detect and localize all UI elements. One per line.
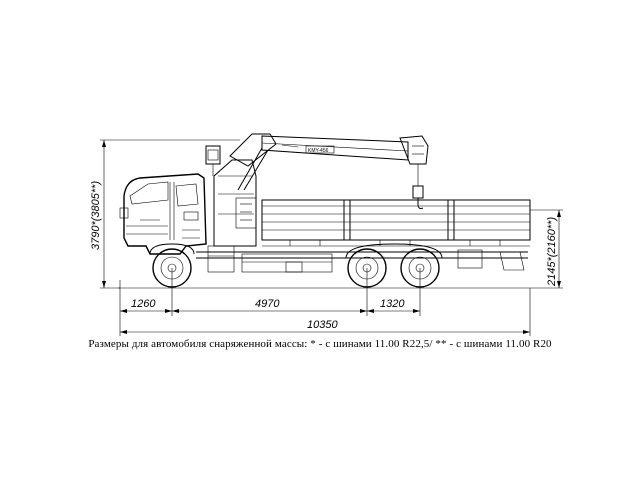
frame-height-dimension: 2145*(2160**) <box>530 209 563 289</box>
wheelbase-label: 4970 <box>255 298 280 310</box>
overall-height-dimension: 3790*(3805**) <box>90 139 240 289</box>
cargo-bed <box>261 199 531 247</box>
cab <box>119 173 207 255</box>
rear-wheels <box>345 243 443 288</box>
horizontal-dimensions: 1260 4970 1320 10350 <box>119 268 531 336</box>
overall-height-label: 3790*(3805**) <box>90 181 102 250</box>
truck: KMY-456 <box>119 133 531 288</box>
crane-badge: KMY-456 <box>308 148 329 154</box>
frame-height-label: 2145*(2160**) <box>546 217 558 287</box>
front-overhang-label: 1260 <box>131 298 156 310</box>
front-wheel <box>149 243 195 288</box>
rear-axle-spacing-label: 1320 <box>380 298 405 310</box>
overall-length-label: 10350 <box>307 319 338 331</box>
crane: KMY-456 <box>205 133 429 247</box>
caption: Размеры для автомобиля снаряженной массы… <box>88 338 552 350</box>
